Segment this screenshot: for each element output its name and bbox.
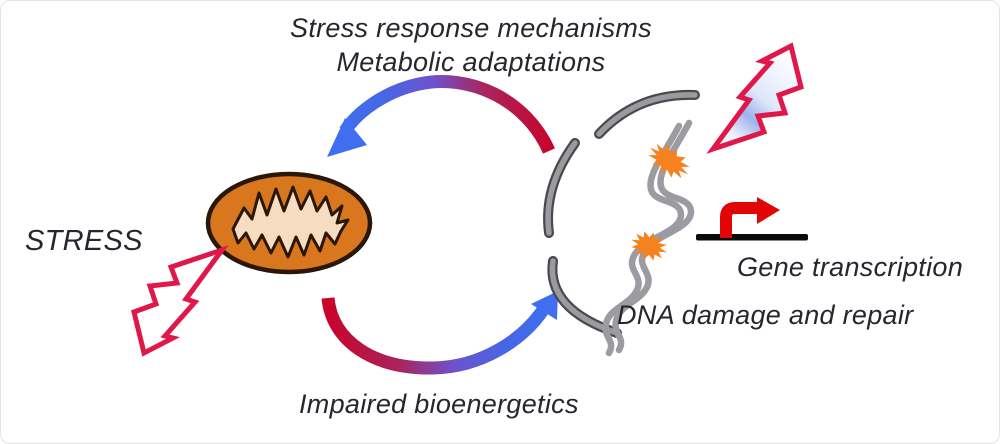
label-metabolic-adaptations: Metabolic adaptations (336, 47, 606, 78)
mitochondrion-icon (205, 171, 373, 275)
label-stress-response: Stress response mechanisms Metabolic ada… (271, 13, 671, 78)
stress-lightning-icon (134, 250, 222, 353)
label-stress: STRESS (25, 225, 143, 257)
cycle-arrow-top-icon (327, 75, 555, 157)
mitochondrion-cristae (231, 185, 350, 259)
cycle-arrow-top-head (327, 118, 367, 157)
label-gene-transcription: Gene transcription (737, 252, 964, 282)
label-impaired-bioenergetics: Impaired bioenergetics (299, 389, 579, 419)
promoter-arrow-icon (696, 197, 808, 241)
label-stress-response-line1: Stress response mechanisms (290, 13, 652, 43)
cycle-arrow-bottom-icon (321, 291, 558, 375)
cycle-arrow-bottom-head (531, 291, 558, 320)
genotoxic-lightning-icon (713, 46, 801, 149)
label-dna-damage-repair: DNA damage and repair (617, 300, 914, 330)
